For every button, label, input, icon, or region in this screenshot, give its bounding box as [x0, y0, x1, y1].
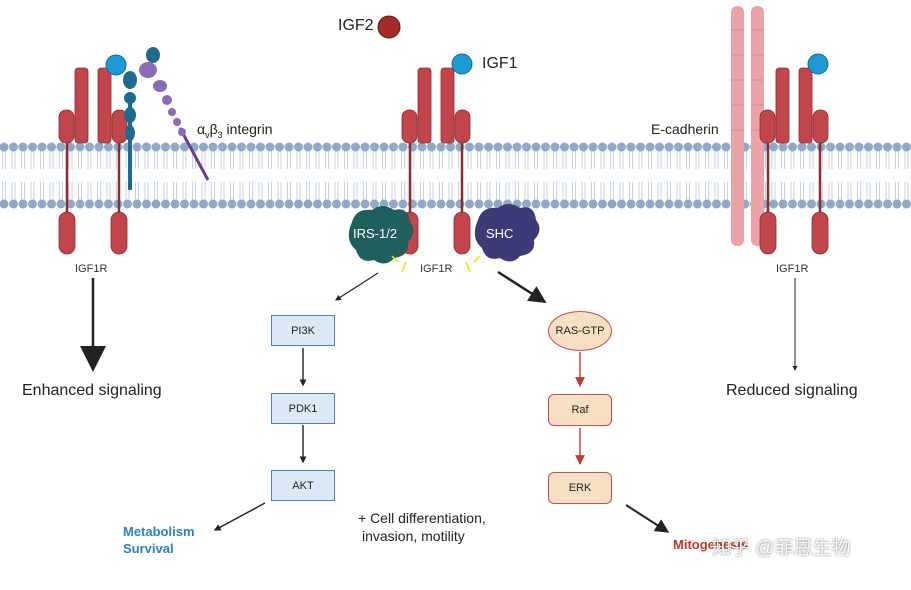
- integrin-3-subscript: 3: [217, 129, 223, 140]
- survival-label: Survival: [123, 541, 174, 556]
- igf1-label: IGF1: [482, 55, 518, 72]
- watermark: 知乎 @菲恩生物: [712, 538, 851, 559]
- integrin-beta-symbol: β: [209, 121, 218, 137]
- igf1r-label-right: IGF1R: [776, 263, 809, 275]
- integrin-alpha-chain: [139, 62, 210, 181]
- igf1-ligand-left: [105, 54, 127, 76]
- igf1-ligand-right: [807, 53, 829, 75]
- igf1r-label-left: IGF1R: [75, 263, 108, 275]
- shc-label: SHC: [486, 226, 514, 241]
- arrow-to-ras: [497, 270, 547, 304]
- akt-box: AKT: [271, 470, 335, 501]
- irs-label: IRS-1/2: [353, 226, 398, 241]
- pdk1-box: PDK1: [271, 393, 335, 424]
- cell-membrane: [0, 142, 911, 209]
- metabolism-label: Metabolism: [123, 524, 195, 539]
- integrin-alpha-symbol: α: [197, 121, 206, 137]
- raf-box: Raf: [548, 394, 612, 426]
- igf1r-receptor-left: [58, 67, 128, 255]
- reduced-signaling-label: Reduced signaling: [726, 382, 858, 399]
- shc-protein-blob: [474, 204, 540, 262]
- igf2-label: IGF2: [338, 17, 374, 34]
- erk-box: ERK: [548, 472, 612, 504]
- cell-differentiation-label-line1: + Cell differentiation,: [358, 510, 486, 526]
- pi3k-box: PI3K: [271, 315, 335, 346]
- igf2-ligand: [377, 15, 401, 39]
- arrow-to-pi3k: [334, 272, 379, 301]
- integrin-label: αvβ3 integrin: [197, 121, 272, 140]
- igf1r-receptor-right: [759, 67, 829, 255]
- irs-protein-blob: [348, 206, 414, 264]
- phosphorylation-marks: [391, 255, 481, 273]
- arrow-erk-mitogenesis: [625, 504, 670, 533]
- integrin-word: integrin: [222, 121, 273, 137]
- ras-gtp-oval: RAS-GTP: [548, 311, 612, 351]
- e-cadherin-label: E-cadherin: [651, 121, 719, 137]
- integrin-beta-chain: [123, 47, 160, 190]
- igf1-ligand-center: [451, 53, 473, 75]
- arrow-akt-metabolism: [213, 502, 266, 531]
- integrin-v-subscript: v: [205, 129, 210, 140]
- mitogenesis-label: Mitogenesis: [673, 537, 749, 552]
- cell-differentiation-label-line2: invasion, motility: [362, 528, 465, 544]
- arrow-enhanced-head: [80, 346, 106, 372]
- enhanced-signaling-label: Enhanced signaling: [22, 382, 162, 399]
- igf1r-label-center: IGF1R: [420, 263, 453, 275]
- e-cadherin: [731, 6, 764, 246]
